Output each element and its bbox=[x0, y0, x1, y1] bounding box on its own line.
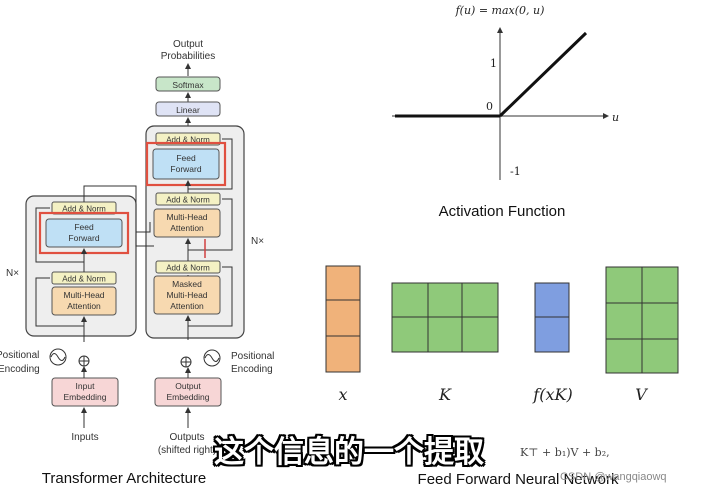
decoder-add-norm-2-label: Add & Norm bbox=[166, 196, 210, 205]
decoder-nx-label: N× bbox=[251, 236, 264, 247]
decoder-masked-attention bbox=[153, 275, 221, 315]
output-embedding-label-2: Embedding bbox=[166, 392, 209, 402]
matrix-fxk bbox=[534, 282, 570, 353]
encoder-mha-label-2: Attention bbox=[67, 301, 101, 311]
decoder-mha-label-1: Multi-Head bbox=[166, 212, 207, 222]
encoder-multi-head-attention bbox=[51, 286, 117, 316]
label-k: K bbox=[438, 385, 452, 404]
masked-label-3: Attention bbox=[170, 301, 204, 311]
decoder-add-norm-1-label: Add & Norm bbox=[166, 264, 210, 273]
masked-label-1: Masked bbox=[172, 279, 202, 289]
ffn-caption: Feed Forward Neural Network bbox=[418, 471, 619, 488]
label-fxk: f(xK) bbox=[532, 385, 572, 404]
video-subtitle: 这个信息的一个提取 bbox=[214, 435, 484, 470]
encoder-add-norm-1-label: Add & Norm bbox=[62, 275, 106, 284]
softmax-label: Softmax bbox=[172, 80, 204, 90]
softmax-box bbox=[155, 76, 221, 92]
encoder-positional-label-1: Positional bbox=[0, 350, 39, 361]
transformer-caption: Transformer Architecture bbox=[42, 470, 207, 487]
activation-function-plot: f(u) = max(0, u) 1 0 -1 u Activation Fun… bbox=[392, 4, 619, 220]
decoder-ff-label-1: Feed bbox=[176, 153, 196, 163]
watermark: CSDN @wangqiaowq bbox=[560, 471, 667, 483]
label-x: x bbox=[338, 385, 347, 404]
relu-linear-segment bbox=[498, 31, 588, 118]
outputs-label-1: Outputs bbox=[169, 432, 204, 443]
tick-neg1: -1 bbox=[510, 165, 521, 178]
encoder-positional-label-2: Encoding bbox=[0, 364, 40, 375]
encoder-ff-label-2: Forward bbox=[68, 233, 99, 243]
encoder-mha-label-1: Multi-Head bbox=[63, 290, 104, 300]
input-embedding-label-2: Embedding bbox=[63, 392, 106, 402]
encoder-add-norm-2-label: Add & Norm bbox=[62, 205, 106, 214]
encoder-nx-label: N× bbox=[6, 268, 19, 279]
decoder-multi-head-attention bbox=[153, 208, 221, 238]
decoder-positional-label-1: Positional bbox=[231, 351, 274, 362]
tick-0: 0 bbox=[486, 100, 493, 113]
axis-u-label: u bbox=[612, 111, 619, 124]
decoder-add-norm-2 bbox=[155, 192, 221, 206]
inputs-label: Inputs bbox=[71, 432, 98, 443]
input-embedding-box bbox=[51, 377, 119, 407]
encoder-ff-label-1: Feed bbox=[74, 222, 94, 232]
transformer-architecture: Output Probabilities Softmax Linear N× A… bbox=[0, 39, 274, 487]
output-probabilities-label-1: Output bbox=[173, 39, 203, 50]
ffn-matrices: x K f(xK) V K⊤ + b₁)V + b₂, Feed Forward… bbox=[325, 265, 679, 488]
output-probabilities-label-2: Probabilities bbox=[161, 51, 215, 62]
label-v: V bbox=[635, 385, 648, 404]
encoder-feed-forward bbox=[45, 218, 123, 248]
outputs-label-2: (shifted right) bbox=[158, 445, 216, 456]
matrix-v bbox=[605, 266, 679, 374]
matrix-x bbox=[325, 265, 361, 373]
decoder-feed-forward bbox=[152, 148, 220, 180]
decoder-add-norm-3-label: Add & Norm bbox=[166, 136, 210, 145]
ffn-formula-partial: K⊤ + b₁)V + b₂, bbox=[520, 446, 610, 459]
input-embedding-label-1: Input bbox=[76, 381, 96, 391]
linear-label: Linear bbox=[176, 105, 200, 115]
masked-label-2: Multi-Head bbox=[166, 290, 207, 300]
activation-caption: Activation Function bbox=[439, 203, 566, 220]
matrix-k bbox=[391, 282, 499, 353]
output-embedding-label-1: Output bbox=[175, 381, 201, 391]
decoder-positional-label-2: Encoding bbox=[231, 364, 273, 375]
tick-1: 1 bbox=[490, 57, 497, 70]
relu-formula: f(u) = max(0, u) bbox=[455, 4, 545, 17]
linear-box bbox=[155, 101, 221, 117]
decoder-ff-label-2: Forward bbox=[170, 164, 201, 174]
decoder-mha-label-2: Attention bbox=[170, 223, 204, 233]
